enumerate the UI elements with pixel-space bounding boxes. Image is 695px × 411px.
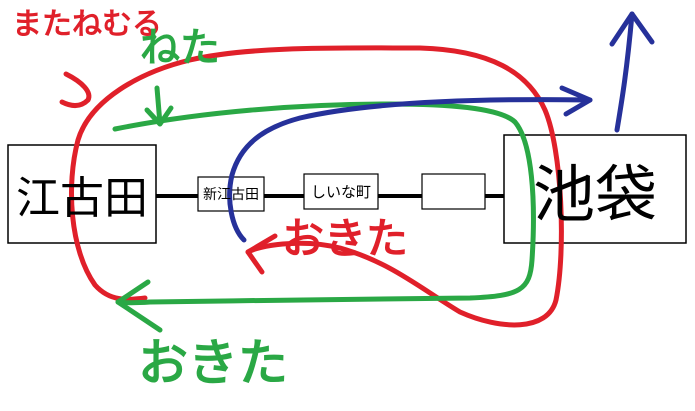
annotation-neta: ねた [140,25,220,71]
station-box-blank [421,173,486,210]
red-route-loop [69,45,564,328]
station-box-ekoda [7,144,157,244]
annotation-okita-red: おきた [282,214,409,263]
station-name-shin-egota: 新江古田 [203,187,259,203]
red-hook [59,71,92,108]
station-name-blank [422,174,485,209]
blue-exit-line [614,11,635,133]
blue-arrow-head [559,85,593,117]
green-arrow-down [144,85,174,127]
station-box-shiinamachi [303,173,379,210]
blue-exit-arrow-head [609,11,655,47]
blue-route [227,97,593,243]
red-arrow-head [245,233,278,275]
annotation-matanemuru: またねむる [12,7,162,42]
green-arrow-left [115,279,163,333]
station-name-shiinamachi: しいな町 [310,183,371,201]
annotation-okita-green: おきた [138,334,288,392]
station-name-ikebukuro: 池袋 [532,158,657,231]
station-name-ekoda: 江古田 [16,173,148,224]
green-route-loop [112,101,536,306]
